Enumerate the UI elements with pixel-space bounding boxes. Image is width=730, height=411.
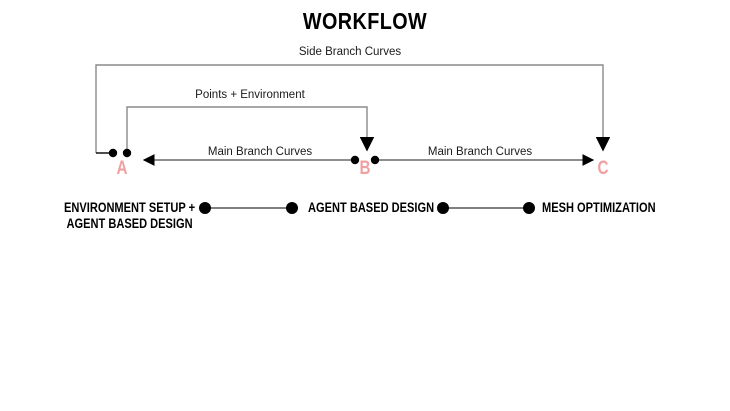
stage-label-agent-based-design: AGENT BASED DESIGN	[308, 200, 435, 215]
bracket-points-environment-path	[126, 106, 368, 153]
bracket-side-branch	[95, 64, 611, 154]
node-dot-a-outer	[108, 148, 118, 158]
stage-label-mesh-optimization: MESH OPTIMIZATION	[542, 200, 656, 215]
node-dot-b-right	[370, 155, 380, 165]
timeline-node-dots	[108, 148, 380, 165]
connector-1-2-dot-start	[199, 202, 211, 214]
connector-2-3-dot-end	[523, 202, 535, 214]
stage-connectors	[199, 202, 535, 214]
node-label-a: A	[116, 158, 128, 179]
timeline-label-b-to-c: Main Branch Curves	[427, 146, 533, 158]
bracket-points-environment	[126, 106, 375, 153]
node-label-c: C	[597, 158, 609, 179]
node-label-b: B	[359, 158, 371, 179]
node-dot-b-left	[350, 155, 360, 165]
stage-label-environment-setup-line2: AGENT BASED DESIGN	[66, 216, 193, 231]
connector-1-2-dot-end	[286, 202, 298, 214]
connector-2-3-dot-start	[437, 202, 449, 214]
bracket-label-points-environment: Points + Environment	[195, 89, 305, 101]
bracket-side-branch-path	[95, 64, 604, 153]
node-dot-a-inner	[122, 148, 132, 158]
stage-label-environment-setup: ENVIRONMENT SETUP + AGENT BASED DESIGN	[64, 200, 195, 232]
stage-label-environment-setup-line1: ENVIRONMENT SETUP +	[64, 200, 196, 215]
page-title: WORKFLOW	[302, 8, 428, 34]
bracket-label-side-branch: Side Branch Curves	[298, 46, 402, 58]
timeline-label-b-to-a: Main Branch Curves	[207, 146, 313, 158]
